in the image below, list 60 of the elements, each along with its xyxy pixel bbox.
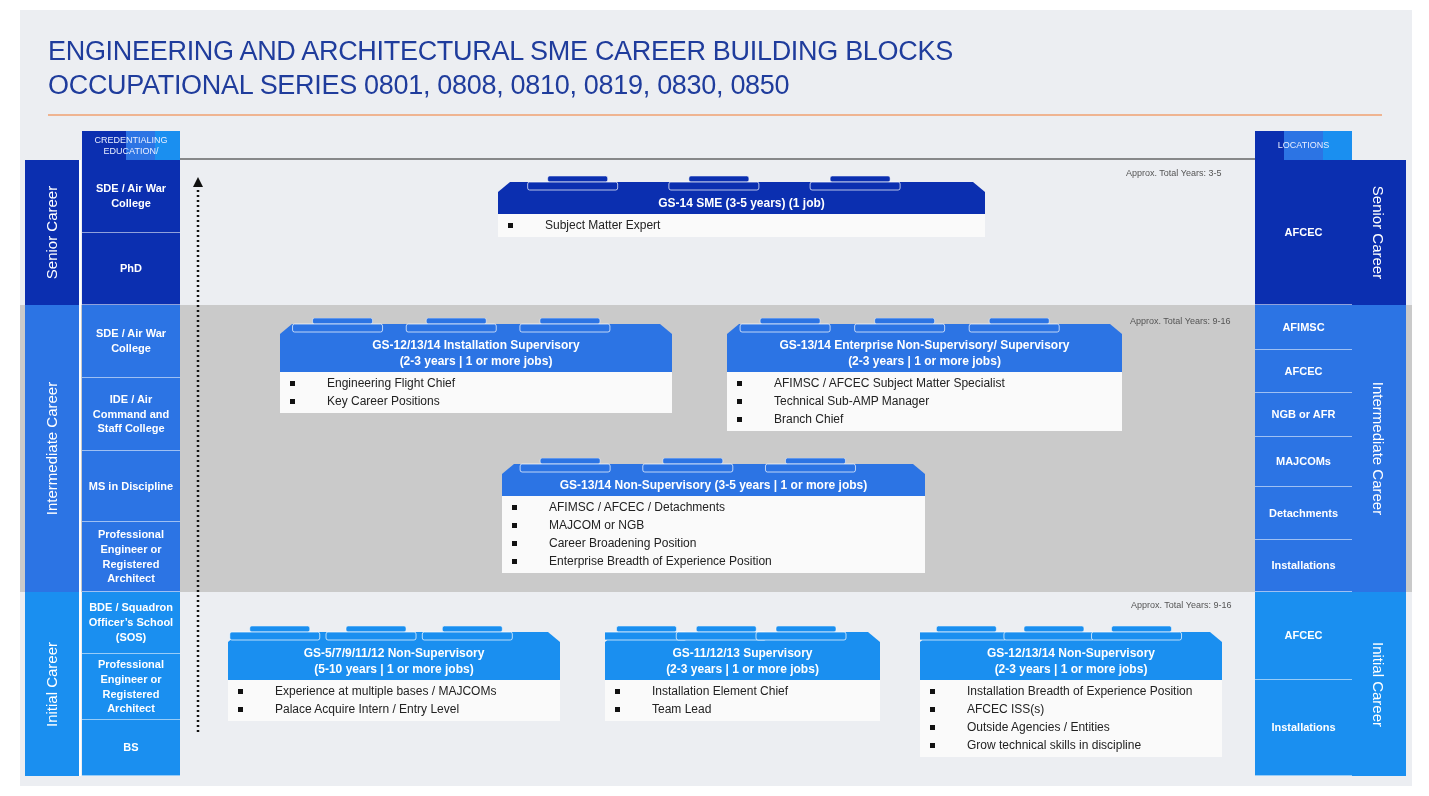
bullet-item: AFIMSC / AFCEC Subject Matter Specialist xyxy=(774,375,1005,393)
bullet-item: Key Career Positions xyxy=(327,393,440,411)
table-cell: Professional Engineer or Registered Architect xyxy=(82,654,180,720)
block-title: GS-12/13/14 Installation Supervisory xyxy=(371,337,581,354)
block-title: GS-13/14 Non-Supervisory (3-5 years | 1 or more jobs) xyxy=(558,477,869,494)
bullet-item: MAJCOM or NGB xyxy=(549,517,645,535)
bullet-item: Installation Element Chief xyxy=(652,683,789,701)
column-header: CREDENTIALING EDUCATION/ xyxy=(82,131,180,160)
bullet-item: Technical Sub-AMP Manager xyxy=(774,393,930,411)
bullet-item: Installation Breadth of Experience Position xyxy=(967,683,1193,701)
block-duration: (5-10 years | 1 or more jobs) xyxy=(313,661,475,678)
block-duration: (2-3 years | 1 or more jobs) xyxy=(665,661,820,678)
block-title: GS-11/12/13 Supervisory xyxy=(671,645,814,662)
note-text: Approx. Total Years: 3-5 xyxy=(1126,168,1222,178)
table-cell: MS in Discipline xyxy=(82,451,180,522)
career-level-label: Senior Career xyxy=(1370,185,1388,280)
block-duration: (2-3 years | 1 or more jobs) xyxy=(398,353,554,370)
table-cell: AFCEC xyxy=(1255,160,1352,305)
table-cell: AFCEC xyxy=(1255,592,1352,680)
table-cell: MAJCOMs xyxy=(1255,437,1352,487)
career-level-label: Initial Career xyxy=(1370,641,1388,727)
career-level-label: Senior Career xyxy=(43,185,61,280)
table-cell: Installations xyxy=(1255,680,1352,776)
bullet-item: Grow technical skills in discipline xyxy=(967,737,1142,755)
bullet-item: Team Lead xyxy=(652,701,712,719)
bullet-item: Palace Acquire Intern / Entry Level xyxy=(275,701,460,719)
bullet-item: Engineering Flight Chief xyxy=(327,375,456,393)
block-title: GS-12/13/14 Non-Supervisory xyxy=(985,645,1157,662)
table-cell: AFIMSC xyxy=(1255,305,1352,350)
block-title: GS-13/14 Enterprise Non-Supervisory/ Supervisory xyxy=(778,337,1071,354)
table-cell: Detachments xyxy=(1255,487,1352,540)
block-duration: (2-3 years | 1 or more jobs) xyxy=(993,661,1149,678)
block-duration: (2-3 years | 1 or more jobs) xyxy=(847,353,1002,370)
table-cell: BDE / Squadron Officer’s School (SOS) xyxy=(82,592,180,654)
note-text: Approx. Total Years: 9-16 xyxy=(1130,316,1231,326)
career-level-label: Initial Career xyxy=(43,641,61,727)
title: ENGINEERING AND ARCHITECTURAL SME CAREER BUILDING BLOCKS OCCUPATIONAL SERIES 0801, 0808, 0810, 0819, 0830, 0850 xyxy=(48,35,954,102)
bullet-item: AFIMSC / AFCEC / Detachments xyxy=(549,499,726,517)
block-title: GS-14 SME (3-5 years) (1 job) xyxy=(657,195,826,212)
table-cell: NGB or AFR xyxy=(1255,393,1352,437)
note-text: Approx. Total Years: 9-16 xyxy=(1131,600,1232,610)
bullet-item: Enterprise Breadth of Experience Position xyxy=(549,553,772,571)
bullet-item: Branch Chief xyxy=(774,411,844,429)
bullet-item: Subject Matter Expert xyxy=(545,217,661,235)
career-level-label: Intermediate Career xyxy=(1370,381,1388,516)
table-cell: IDE / Air Command and Staff College xyxy=(82,378,180,451)
bullet-item: Outside Agencies / Entities xyxy=(967,719,1110,737)
bullet-item: Career Broadening Position xyxy=(549,535,697,553)
career-level-label: Intermediate Career xyxy=(43,381,61,516)
table-cell: SDE / Air War College xyxy=(82,305,180,378)
column-header: LOCATIONS xyxy=(1255,131,1352,160)
table-cell: SDE / Air War College xyxy=(82,160,180,233)
table-cell: Installations xyxy=(1255,540,1352,592)
bullet-item: AFCEC ISS(s) xyxy=(967,701,1045,719)
bullet-item: Experience at multiple bases / MAJCOMs xyxy=(275,683,497,701)
block-title: GS-5/7/9/11/12 Non-Supervisory xyxy=(302,645,486,662)
table-cell: PhD xyxy=(82,233,180,305)
table-cell: AFCEC xyxy=(1255,350,1352,393)
table-cell: BS xyxy=(82,720,180,776)
table-cell: Professional Engineer or Registered Architect xyxy=(82,522,180,592)
